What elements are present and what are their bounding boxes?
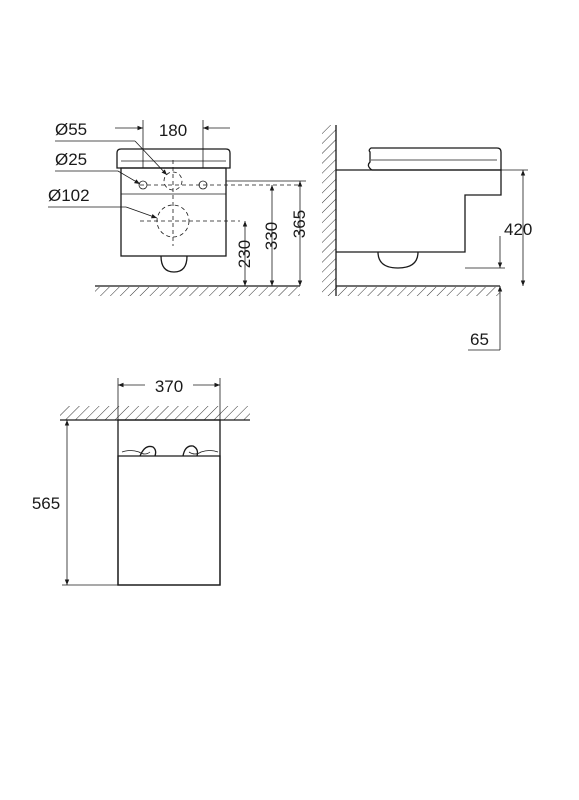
side-wall-hatch xyxy=(322,125,336,296)
top-view: 370 565 xyxy=(32,377,250,586)
top-lid xyxy=(117,455,221,586)
top-hinge-right xyxy=(182,445,199,457)
front-outlet xyxy=(160,255,188,273)
side-floor-hatch xyxy=(336,287,500,296)
dim-420-label: 420 xyxy=(504,220,532,239)
dim-565-label: 565 xyxy=(32,494,60,513)
front-lid xyxy=(116,148,231,169)
front-floor-hatch xyxy=(95,287,300,296)
side-view: 420 65 xyxy=(322,125,532,351)
dim-180-label: 180 xyxy=(159,121,187,140)
side-body xyxy=(336,169,502,253)
front-body xyxy=(120,167,227,257)
top-wall-hatch xyxy=(60,406,250,420)
top-hinge-left xyxy=(139,445,157,457)
dim-365-label: 365 xyxy=(290,210,309,238)
dim-370-label: 370 xyxy=(155,377,183,396)
dim-330-label: 330 xyxy=(262,222,281,250)
dim-230-label: 230 xyxy=(235,240,254,268)
side-outlet xyxy=(377,251,419,269)
dim-d102-label: Ø102 xyxy=(48,186,90,205)
dim-d25-label: Ø25 xyxy=(55,150,87,169)
dim-d55-label: Ø55 xyxy=(55,120,87,139)
front-view: 180 Ø55 Ø25 Ø102 230 330 365 xyxy=(48,120,309,296)
dim-65-label: 65 xyxy=(470,330,489,349)
top-body xyxy=(117,419,221,586)
side-lid xyxy=(367,147,502,171)
